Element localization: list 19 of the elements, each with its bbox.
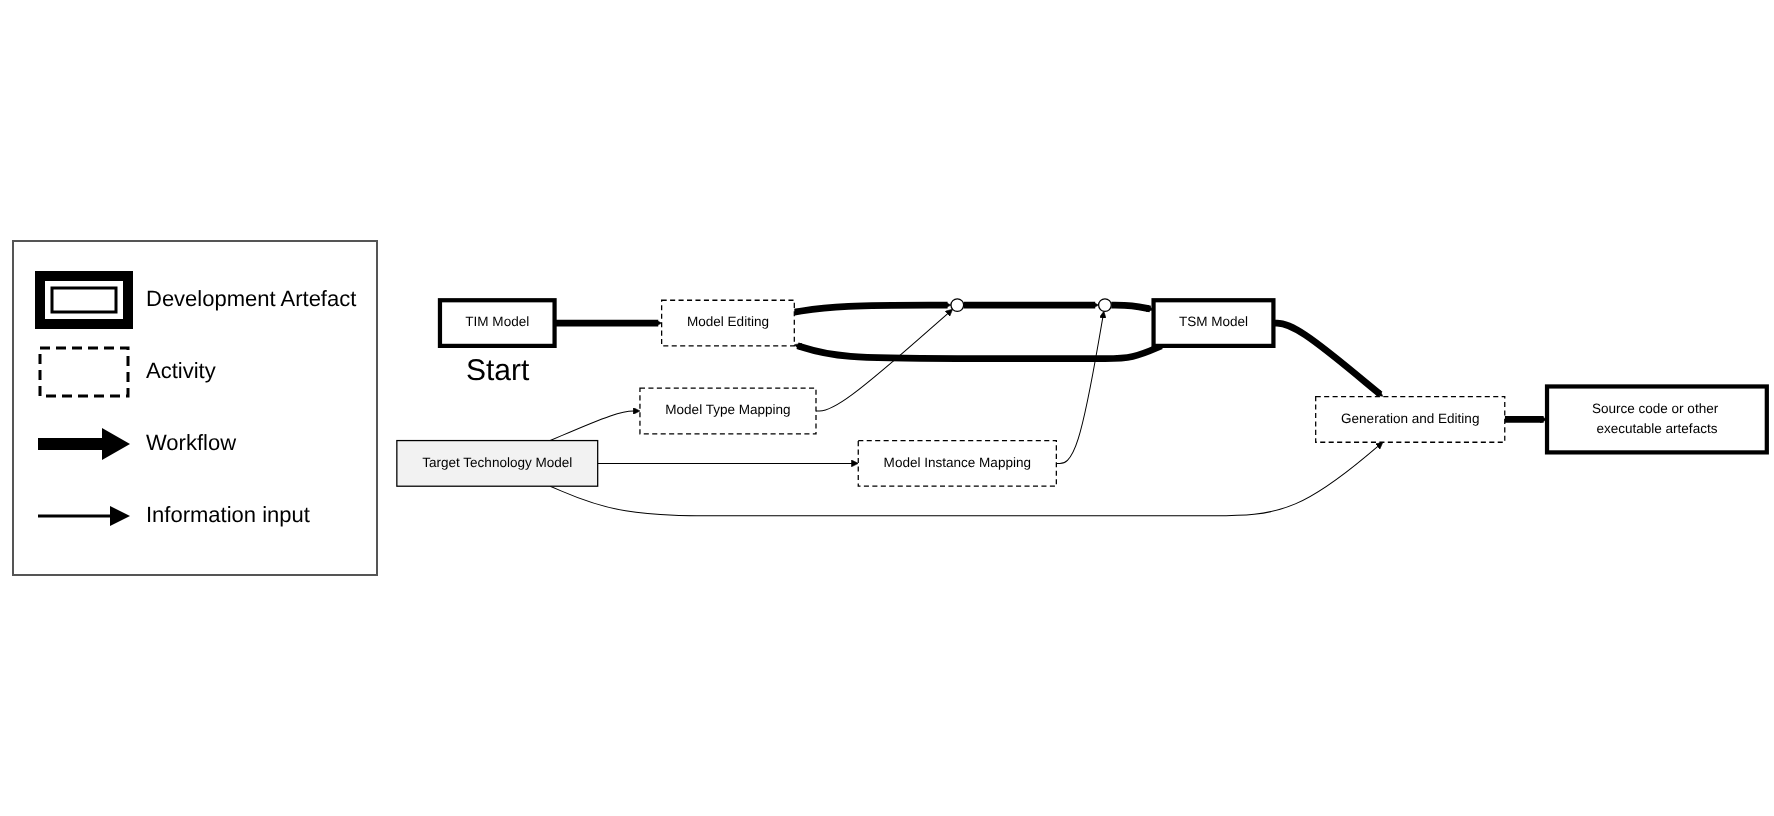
- arrow: [550, 408, 641, 442]
- arrow: [597, 460, 859, 468]
- arrow: [1056, 311, 1107, 465]
- arrow: [964, 302, 1100, 310]
- legend-label: Development Artefact: [146, 288, 357, 312]
- arrow: [554, 320, 663, 328]
- node-circle: [950, 298, 965, 313]
- arrow: [794, 343, 1164, 363]
- legend-label: Workflow: [146, 432, 237, 456]
- arrow: [794, 302, 952, 317]
- legend-label: Activity: [146, 360, 216, 384]
- arrow: [550, 442, 1384, 518]
- node-caption: Start: [465, 354, 530, 389]
- legend-label: Information input: [146, 504, 310, 528]
- arrow: [1111, 302, 1155, 314]
- arrow: [815, 309, 954, 413]
- arrow: [1505, 416, 1548, 424]
- arrow: [1273, 320, 1384, 398]
- node-circle: [1098, 298, 1113, 313]
